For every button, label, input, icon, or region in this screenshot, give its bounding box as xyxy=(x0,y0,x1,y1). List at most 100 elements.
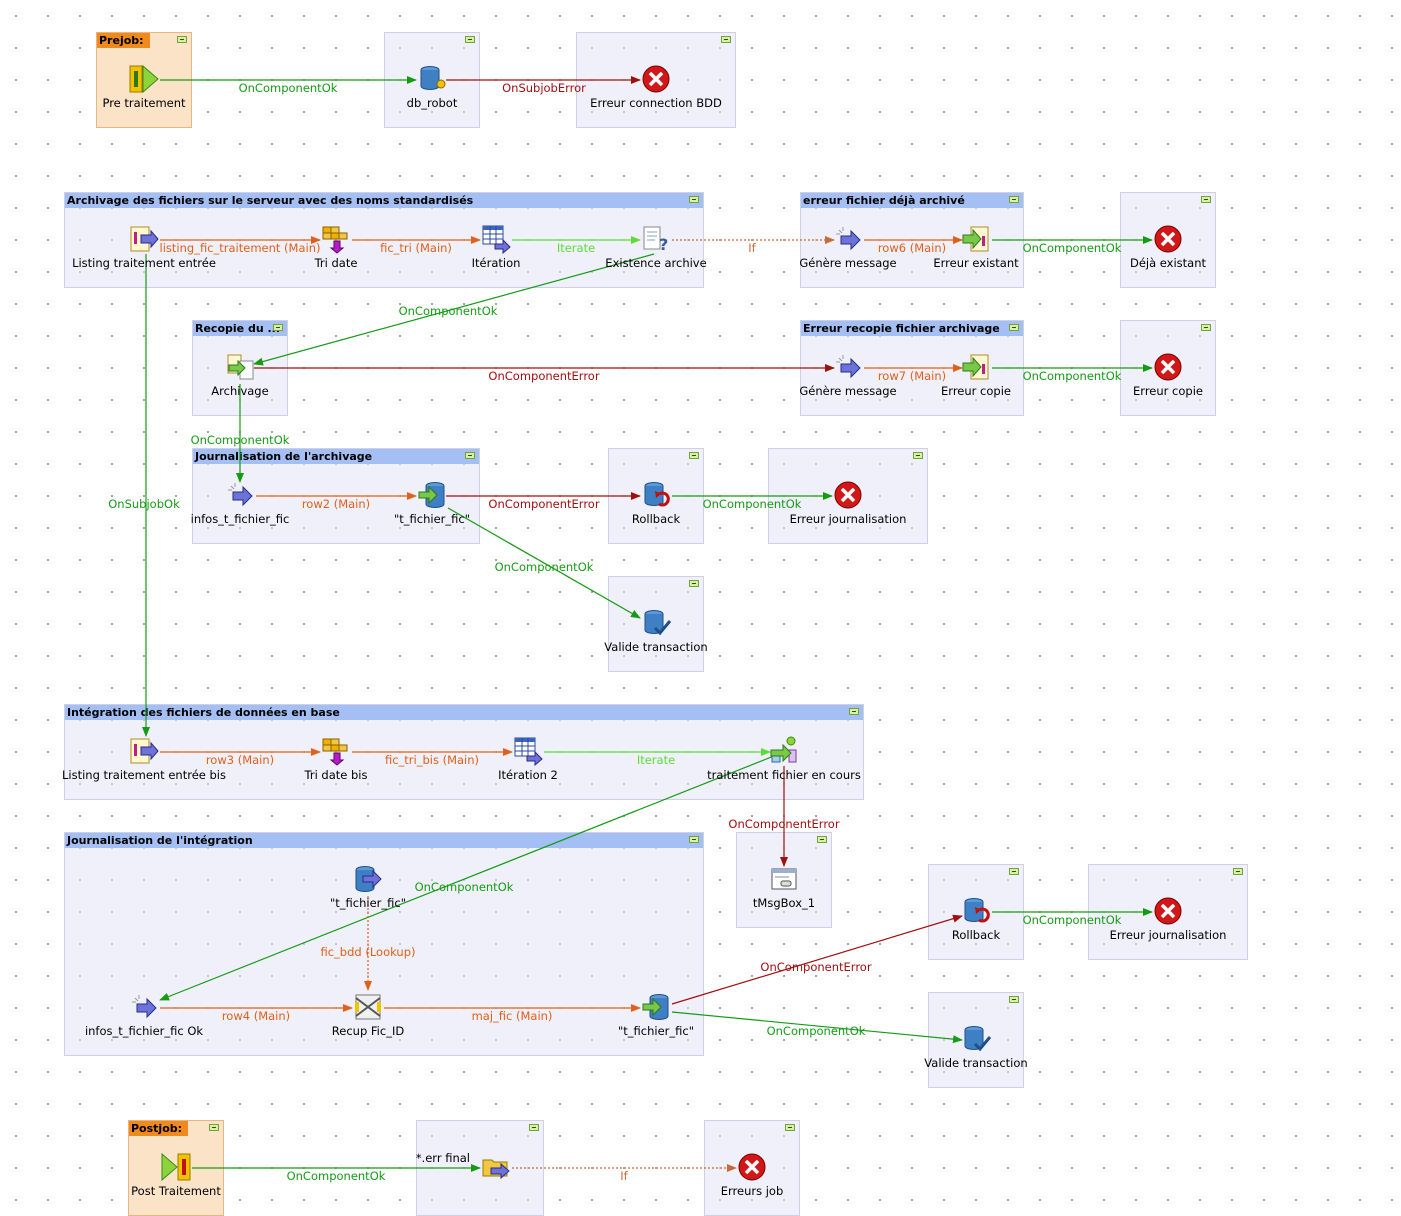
link-label[interactable]: row7 (Main) xyxy=(877,369,947,383)
component-t-fichier1[interactable]: "t_fichier_fic" xyxy=(394,480,470,528)
component-genere2[interactable]: Génère message xyxy=(799,352,897,400)
component-traitement-cours[interactable]: traitement fichier en cours xyxy=(707,736,861,784)
link-label[interactable]: OnComponentOk xyxy=(702,497,802,511)
component-genere1[interactable]: Génère message xyxy=(799,224,897,272)
subjob-title: Erreur recopie fichier archivage xyxy=(801,321,1023,336)
link-label[interactable]: fic_tri_bis (Main) xyxy=(384,753,480,767)
component-valide1[interactable]: Valide transaction xyxy=(604,608,708,656)
collapse-button[interactable] xyxy=(209,1124,219,1131)
component-pre-traitement[interactable]: Pre traitement xyxy=(102,64,186,112)
link-label[interactable]: fic_bdd (Lookup) xyxy=(320,945,416,959)
collapse-button[interactable] xyxy=(177,36,187,43)
component-post-traitement[interactable]: Post Traitement xyxy=(131,1152,221,1200)
component-iteration2[interactable]: Itération 2 xyxy=(498,736,558,784)
link-label[interactable]: If xyxy=(620,1169,628,1183)
collapse-button[interactable] xyxy=(465,36,475,43)
subjob-archivage[interactable]: Archivage des fichiers sur le serveur av… xyxy=(64,192,704,288)
component-tri-date-bis[interactable]: Tri date bis xyxy=(305,736,368,784)
link-label[interactable]: OnSubjobError xyxy=(502,81,586,95)
link-label[interactable]: row2 (Main) xyxy=(301,497,371,511)
component-recup[interactable]: Recup Fic_ID xyxy=(332,992,404,1040)
file-list-icon xyxy=(130,226,159,252)
component-deja-existant[interactable]: Déjà existant xyxy=(1130,224,1206,272)
component-label: Listing traitement entrée xyxy=(72,256,216,270)
subjob-journal-integration[interactable]: Journalisation de l'intégration xyxy=(64,832,704,1056)
collapse-button[interactable] xyxy=(689,580,699,587)
collapse-button[interactable] xyxy=(1201,196,1211,203)
file-output-icon xyxy=(962,226,989,252)
component-erreurs-job[interactable]: Erreurs job xyxy=(721,1152,783,1200)
collapse-button[interactable] xyxy=(1009,324,1019,331)
component-erreur-connexion[interactable]: Erreur connection BDD xyxy=(590,64,722,112)
collapse-button[interactable] xyxy=(721,36,731,43)
link-label[interactable]: OnComponentOk xyxy=(1022,241,1122,255)
component-tri-date[interactable]: Tri date xyxy=(315,224,357,272)
link-label[interactable]: OnComponentError xyxy=(728,817,840,831)
link-label[interactable]: If xyxy=(748,241,756,255)
component-t-fichier-lookup[interactable]: "t_fichier_fic" xyxy=(330,864,406,912)
component-rollback1[interactable]: Rollback xyxy=(632,480,680,528)
component-existence[interactable]: ? Existence archive xyxy=(605,224,707,272)
link-label[interactable]: OnComponentOk xyxy=(1022,913,1122,927)
link-label[interactable]: row3 (Main) xyxy=(205,753,275,767)
collapse-button[interactable] xyxy=(1233,868,1243,875)
link-label[interactable]: OnComponentOk xyxy=(286,1169,386,1183)
subjob-integration[interactable]: Intégration des fichiers de données en b… xyxy=(64,704,864,800)
link-label[interactable]: OnComponentError xyxy=(488,369,600,383)
collapse-button[interactable] xyxy=(785,1124,795,1131)
component-erreur-existant[interactable]: Erreur existant xyxy=(933,224,1019,272)
link-label[interactable]: OnComponentOk xyxy=(1022,369,1122,383)
link-label[interactable]: OnComponentOk xyxy=(766,1024,866,1038)
db-input-icon xyxy=(355,866,382,892)
component-rollback2[interactable]: Rollback xyxy=(952,896,1000,944)
collapse-button[interactable] xyxy=(1201,324,1211,331)
subjob-title: Prejob: xyxy=(97,33,150,48)
collapse-button[interactable] xyxy=(817,836,827,843)
component-t-fichier2[interactable]: "t_fichier_fic" xyxy=(618,992,694,1040)
component-iteration[interactable]: Itération xyxy=(472,224,520,272)
subjob-title: Journalisation de l'archivage xyxy=(193,449,479,464)
link-label[interactable]: listing_fic_traitement (Main) xyxy=(159,241,321,255)
component-valide2[interactable]: Valide transaction xyxy=(924,1024,1028,1072)
component-msgbox[interactable]: tMsgBox_1 xyxy=(753,864,815,912)
link-label[interactable]: OnComponentOk xyxy=(238,81,338,95)
link-label[interactable]: Iterate xyxy=(556,241,596,255)
component-erreur-journal1[interactable]: Erreur journalisation xyxy=(790,480,906,528)
collapse-button[interactable] xyxy=(689,196,699,203)
collapse-button[interactable] xyxy=(1009,868,1019,875)
link-label[interactable]: OnComponentOk xyxy=(494,560,594,574)
component-infos-ok[interactable]: infos_t_fichier_fic Ok xyxy=(85,992,203,1040)
collapse-button[interactable] xyxy=(849,708,859,715)
link-label[interactable]: OnComponentError xyxy=(760,960,872,974)
component-erreur-copie-die[interactable]: Erreur copie xyxy=(1133,352,1203,400)
collapse-button[interactable] xyxy=(529,1124,539,1131)
link-label[interactable]: row4 (Main) xyxy=(221,1009,291,1023)
link-label[interactable]: OnComponentOk xyxy=(414,880,514,894)
collapse-button[interactable] xyxy=(689,836,699,843)
component-listing[interactable]: Listing traitement entrée xyxy=(72,224,216,272)
collapse-button[interactable] xyxy=(689,452,699,459)
link-label[interactable]: OnSubjobOk xyxy=(108,497,180,511)
component-label: Erreur connection BDD xyxy=(590,96,722,110)
link-label[interactable]: OnComponentError xyxy=(488,497,600,511)
component-erreur-journal2[interactable]: Erreur journalisation xyxy=(1110,896,1226,944)
link-label[interactable]: OnComponentOk xyxy=(190,433,290,447)
collapse-button[interactable] xyxy=(465,452,475,459)
link-label[interactable]: Iterate xyxy=(636,753,676,767)
component-err-final[interactable]: *.err final xyxy=(416,1151,512,1182)
link-label[interactable]: OnComponentOk xyxy=(398,304,498,318)
component-infos[interactable]: infos_t_fichier_fic xyxy=(191,480,289,528)
collapse-button[interactable] xyxy=(273,324,283,331)
component-db-robot[interactable]: db_robot xyxy=(407,64,457,112)
collapse-button[interactable] xyxy=(1009,996,1019,1003)
link-label[interactable]: row6 (Main) xyxy=(877,241,947,255)
component-listing-bis[interactable]: Listing traitement entrée bis xyxy=(62,736,226,784)
collapse-button[interactable] xyxy=(1009,196,1019,203)
msgbox-icon xyxy=(771,868,797,890)
component-erreur-copie[interactable]: Erreur copie xyxy=(941,352,1011,400)
link-label[interactable]: fic_tri (Main) xyxy=(380,241,452,255)
die-icon xyxy=(738,1153,766,1181)
collapse-button[interactable] xyxy=(913,452,923,459)
link-label[interactable]: maj_fic (Main) xyxy=(471,1009,553,1023)
component-archivage[interactable]: Archivage xyxy=(211,352,269,400)
